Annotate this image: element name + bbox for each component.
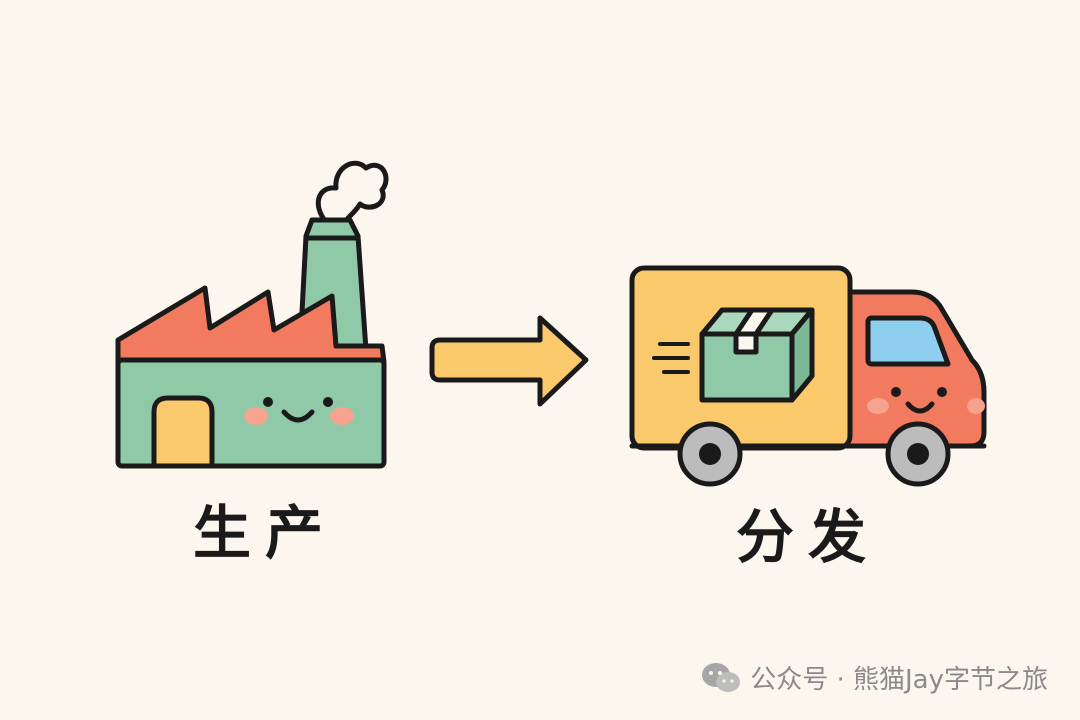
watermark: 公众号 · 熊猫Jay字节之旅 — [700, 659, 1048, 696]
factory-door — [151, 395, 215, 469]
arrow-right-icon — [429, 315, 589, 407]
truck-wheel-front — [885, 421, 951, 487]
speed-lines — [652, 342, 690, 374]
factory-face — [244, 397, 354, 425]
watermark-text: 公众号 · 熊猫Jay字节之旅 — [750, 665, 1048, 695]
truck-face — [867, 387, 985, 414]
smoke-puff — [315, 160, 389, 225]
distribution-label: 分发 — [736, 503, 881, 571]
wechat-icon — [702, 662, 741, 692]
package-box-icon — [699, 307, 815, 403]
truck-window — [865, 315, 951, 367]
production-label: 生产 — [193, 499, 338, 567]
truck-wheel-rear — [677, 421, 743, 487]
